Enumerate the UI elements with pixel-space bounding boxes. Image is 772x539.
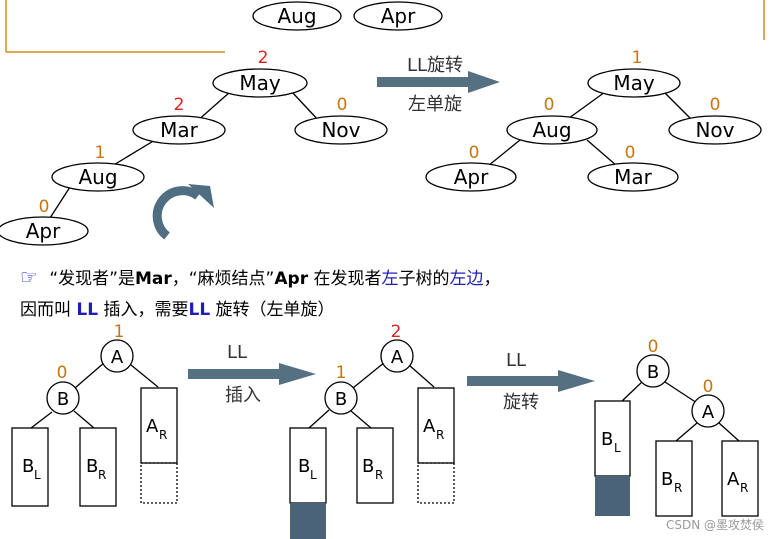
top-node-aug: Aug (252, 1, 342, 31)
ll-rotate-label-1: LL (506, 350, 526, 371)
stage2-br-sub: R (375, 468, 383, 482)
svg-text:Aug: Aug (532, 118, 571, 142)
after-balance-nov: 0 (710, 95, 721, 115)
stage2-balance-b: 1 (336, 363, 347, 383)
stage2-ar-sub: R (436, 428, 444, 442)
top-node-apr: Apr (353, 1, 443, 31)
stage3-br-main: B (661, 469, 673, 490)
stage2-node-b: B (335, 389, 347, 410)
stage3: B A 0 0 B L B R A R (594, 337, 759, 517)
stage2: A B 2 1 B L B R A R (289, 322, 455, 539)
stage1: A B 1 0 B L B R A R (11, 322, 178, 507)
svg-text:Nov: Nov (695, 118, 734, 142)
before-balance-aug: 1 (95, 143, 106, 163)
watermark: CSDN @墨攻焚侯 (665, 518, 764, 532)
stage3-bl-sub: L (614, 441, 621, 455)
after-node-nov: Nov (668, 115, 762, 145)
before-balance-apr: 0 (39, 197, 50, 217)
top-node-apr-label: Apr (381, 4, 416, 28)
svg-text:Nov: Nov (321, 118, 360, 142)
stage2-bl-main: B (298, 456, 310, 477)
stage2-bl-sub: L (310, 468, 317, 482)
stage2-node-a: A (391, 347, 404, 368)
stage1-bl-sub: L (34, 468, 41, 482)
svg-text:Aug: Aug (78, 165, 117, 189)
pointing-hand-icon: ☞ (20, 265, 38, 289)
before-balance-mar: 2 (174, 95, 185, 115)
after-node-mar: Mar (587, 162, 679, 192)
svg-text:May: May (613, 71, 655, 95)
stage1-balance-b: 0 (57, 363, 68, 383)
after-balance-mar: 0 (625, 143, 636, 163)
svg-text:Apr: Apr (454, 165, 489, 189)
after-node-aug: Aug (506, 115, 598, 145)
stage1-br-sub: R (98, 468, 106, 482)
after-tree-edges (487, 91, 694, 167)
explanation-text: ☞ “发现者”是Mar，“麻烦结点”Apr 在发现者左子树的左边， 因而叫 LL… (20, 262, 770, 326)
stage2-br-main: B (362, 456, 374, 477)
after-node-may: May (587, 68, 681, 98)
ll-insert-label-1: LL (227, 342, 247, 363)
stage3-balance-a: 0 (703, 377, 714, 397)
rotate-clockwise-icon (152, 184, 214, 240)
stage1-node-a: A (111, 347, 124, 368)
stage3-ar-sub: R (740, 481, 748, 495)
explanation-line-2: 因而叫 LL 插入，需要LL 旋转（左单旋） (20, 300, 335, 320)
stage1-bl-main: B (22, 456, 34, 477)
before-balance-may: 2 (258, 48, 269, 68)
stage3-bl-main: B (601, 429, 613, 450)
stage1-ar-sub: R (159, 428, 167, 442)
stage2-ar-main: A (423, 416, 436, 437)
before-balance-nov: 0 (337, 95, 348, 115)
svg-text:Mar: Mar (614, 165, 653, 189)
stage3-node-a: A (702, 402, 715, 423)
stage2-balance-a: 2 (391, 322, 402, 342)
after-balance-aug: 0 (544, 95, 555, 115)
stage1-balance-a: 1 (114, 322, 125, 342)
explanation-line-1: ☞ “发现者”是Mar，“麻烦结点”Apr 在发现者左子树的左边， (20, 265, 501, 289)
stage1-br-main: B (86, 456, 98, 477)
ll-insert-arrow (188, 363, 316, 385)
stage3-node-b: B (647, 362, 659, 383)
stage1-node-b: B (57, 389, 69, 410)
top-node-aug-label: Aug (277, 4, 316, 28)
svg-text:May: May (239, 71, 281, 95)
before-node-may: May (212, 68, 308, 98)
before-node-mar: Mar (132, 115, 226, 145)
stage3-br-sub: R (674, 481, 682, 495)
left-single-rotation-label: 左单旋 (408, 94, 462, 115)
before-node-nov: Nov (294, 115, 388, 145)
before-node-aug: Aug (51, 162, 145, 192)
before-tree-edges (49, 91, 321, 219)
ll-rotate-label-2: 旋转 (503, 392, 539, 413)
before-node-apr: Apr (0, 216, 89, 246)
after-node-apr: Apr (425, 162, 517, 192)
ll-rotate-arrow (467, 370, 595, 392)
svg-text:Apr: Apr (26, 219, 61, 243)
ll-rotation-label: LL旋转 (407, 55, 463, 76)
ll-insert-label-2: 插入 (225, 385, 261, 406)
stage1-ar-main: A (146, 416, 159, 437)
after-balance-may: 1 (632, 48, 643, 68)
stage3-ar-main: A (727, 469, 740, 490)
svg-text:Mar: Mar (160, 118, 199, 142)
ll-rotation-arrow (377, 71, 500, 93)
stage3-balance-b: 0 (648, 337, 659, 357)
after-balance-apr: 0 (469, 143, 480, 163)
